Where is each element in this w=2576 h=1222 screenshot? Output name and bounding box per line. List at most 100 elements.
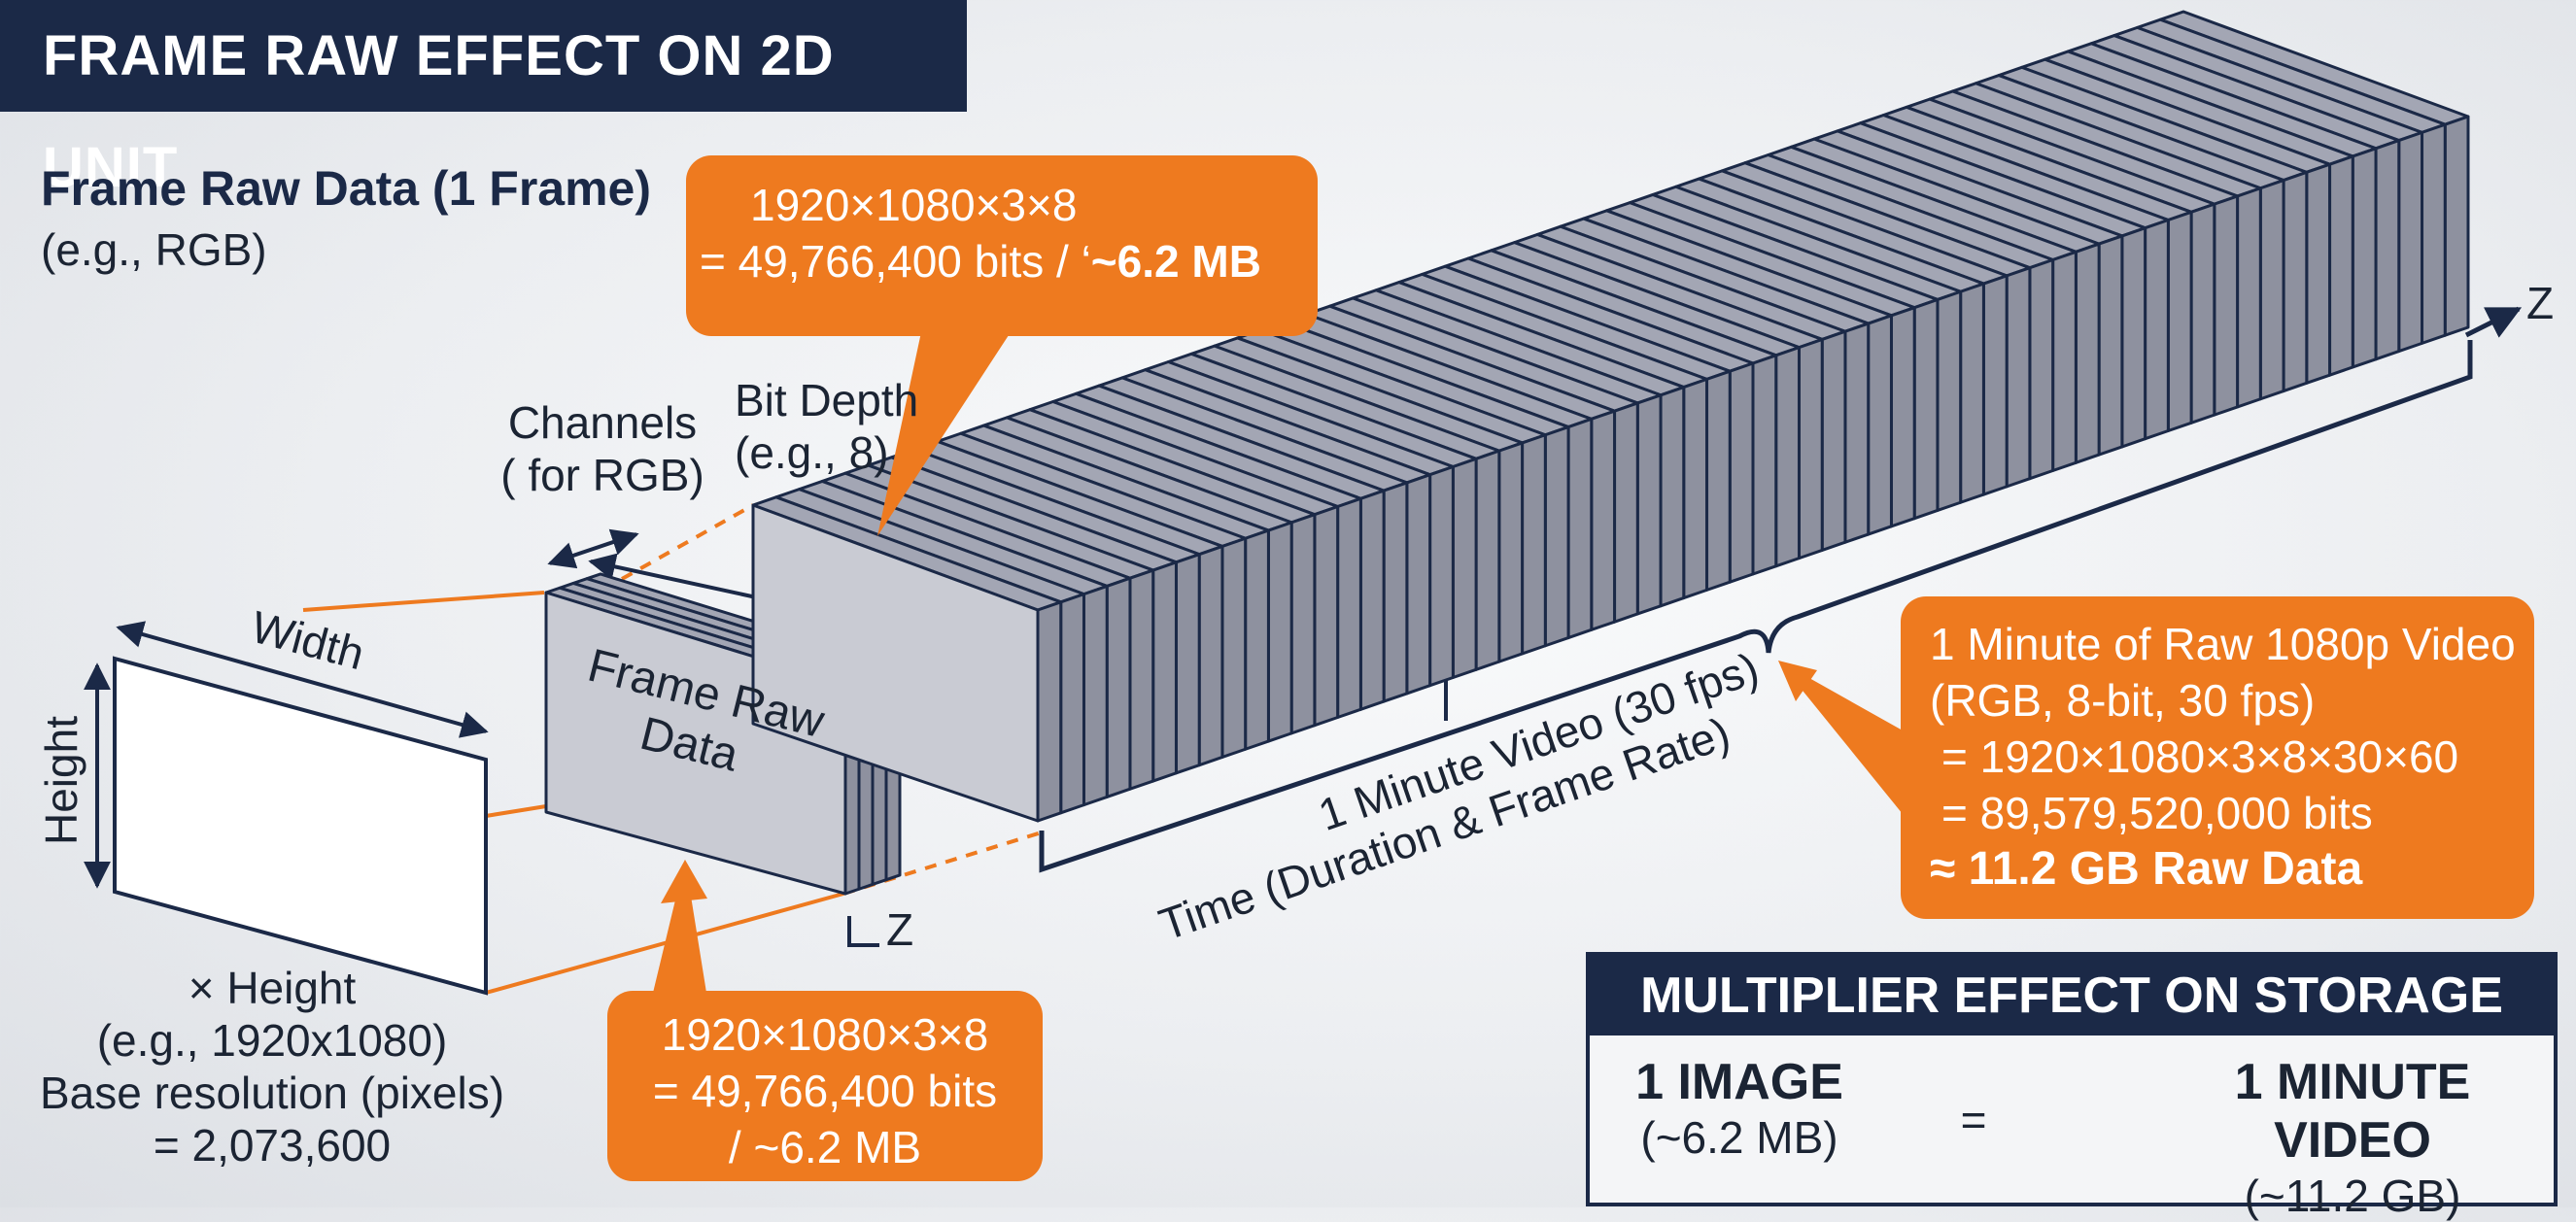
stack-frame-side [1590, 409, 1617, 631]
stack-frame-side [1059, 593, 1085, 815]
width-arrow [116, 621, 489, 738]
stack-frame-side [1474, 449, 1501, 671]
stack-frame-side [1867, 314, 1893, 536]
base-line1: × Height [188, 963, 357, 1013]
storage-image-item: 1 IMAGE (~6.2 MB) [1613, 1053, 1866, 1164]
stack-frame-side [1336, 496, 1362, 719]
base-frame [113, 656, 488, 996]
frame-heading: Frame Raw Data (1 Frame) [41, 161, 652, 216]
stack-frame-side [1128, 568, 1155, 791]
z-axis-arrow [2464, 306, 2523, 338]
stack-frame-side [2028, 257, 2055, 481]
stack-frame-side [1959, 282, 1985, 504]
callout-bottom-line1: 1920×1080×3×8 [661, 1009, 989, 1060]
stack-frame-side [1358, 489, 1386, 711]
stack-frame-side [1151, 560, 1178, 783]
callout-bottom-pointer [653, 860, 706, 993]
stack-frame-side [1751, 354, 1778, 576]
stack-frame-side [1912, 297, 1940, 521]
stack-frame-side [1451, 457, 1478, 680]
stack-frame-side [2213, 194, 2240, 417]
storage-equals: = [1949, 1094, 1998, 1146]
stack-frame-side [2005, 266, 2032, 489]
stack-front-face [751, 503, 1040, 823]
channels-line1: Channels [507, 397, 698, 448]
page-title: FRAME RAW EFFECT ON 2D UNIT [0, 0, 967, 199]
stack-frame-side [2374, 139, 2401, 361]
pointer-arrowhead-right [1778, 661, 1817, 701]
bit-depth-line1: Bit Depth [735, 375, 919, 425]
stack-frame-side [1405, 473, 1432, 696]
stack-frame-side [1105, 576, 1132, 798]
callout-right-pointer [1778, 661, 1903, 814]
stack-frame-side [1313, 504, 1340, 728]
callout-video-size: 1 Minute of Raw 1080p Video (RGB, 8-bit,… [1901, 596, 2534, 919]
stack-frame-side [1220, 536, 1248, 759]
bit-depth-label: Bit Depth (e.g., 8) [735, 374, 918, 479]
stack-frame-side [1082, 584, 1109, 807]
bit-depth-line2: (e.g., 8) [735, 427, 889, 478]
storage-video-label: 1 MINUTE VIDEO [2234, 1054, 2471, 1169]
stack-frame-side [1774, 346, 1801, 568]
callout-right-line3: = 1920×1080×3×8×30×60 [1941, 731, 2459, 782]
storage-image-label: 1 IMAGE [1635, 1054, 1843, 1110]
z-small-label: Z [886, 904, 914, 955]
z-axis-label: Z [2526, 278, 2555, 328]
stack-frame-side [1659, 386, 1686, 608]
stack-frame-side [2120, 226, 2147, 449]
stack-frame-side [2097, 234, 2124, 457]
base-line2: (e.g., 1920x1080) [96, 1015, 448, 1066]
callout-right-line5: ≈ 11.2 GB Raw Data [1930, 843, 2363, 895]
storage-title: MULTIPLIER EFFECT ON STORAGE [1590, 956, 2554, 1035]
stack-frame-side [1936, 289, 1963, 512]
stack-frame-side [1289, 513, 1317, 735]
z-small-marker [847, 916, 879, 947]
base-resolution-label: × Height (e.g., 1920x1080) Base resoluti… [19, 962, 525, 1171]
channels-arrow [547, 528, 639, 569]
callout-right-line1: 1 Minute of Raw 1080p Video [1930, 619, 2516, 669]
stack-frame-side [1613, 401, 1639, 624]
stack-frame-side [2074, 242, 2101, 464]
channels-line2: ( for RGB) [500, 450, 704, 500]
stack-frame-side [1266, 521, 1293, 743]
stack-frame-side [1197, 544, 1224, 767]
pointer-arrowhead [661, 860, 707, 903]
stack-frame-side [1889, 306, 1916, 528]
channels-label: Channels ( for RGB) [496, 396, 709, 501]
stack-frame-side [2282, 170, 2309, 393]
stack-frame-side [1843, 322, 1871, 544]
time-bracket [1039, 340, 2473, 873]
stack-frame-side [2189, 202, 2216, 424]
callout-top-line1: 1920×1080×3×8 [750, 180, 1078, 230]
stack-frame-side [2305, 162, 2332, 385]
storage-video-item: 1 MINUTE VIDEO (~11.2 GB) [2151, 1053, 2554, 1222]
callout-frame-size-top: 1920×1080×3×8 = 49,766,400 bits / ‘~6.2 … [686, 155, 1318, 336]
callout-top-pointer [877, 332, 1011, 536]
base-line3: Base resolution (pixels) [39, 1068, 505, 1118]
stack-frame-side [1566, 417, 1594, 640]
storage-multiplier-box: MULTIPLIER EFFECT ON STORAGE 1 IMAGE (~6… [1586, 952, 2558, 1221]
stack-frame-side [2236, 187, 2262, 409]
stack-frame-side [2351, 147, 2378, 369]
video-frame-stack [751, 10, 2470, 823]
stack-frame-side [1428, 465, 1455, 688]
stack-frame-side [1244, 528, 1270, 751]
stack-frame-side [1174, 553, 1201, 775]
callout-top-line2-bold: ~6.2 MB [1090, 236, 1261, 287]
stack-frame-side [1728, 361, 1755, 584]
stack-frame-side [1705, 369, 1732, 592]
stack-frame-side [2144, 219, 2170, 441]
stack-frame-side [1981, 274, 2009, 496]
stack-frame-side [1797, 337, 1824, 560]
stack-frame-side [1543, 425, 1570, 648]
callout-right-line4: = 89,579,520,000 bits [1941, 788, 2373, 838]
callout-bottom-line2: = 49,766,400 bits [652, 1066, 998, 1116]
stack-frame-side [1521, 433, 1547, 656]
stack-frame-side [1820, 329, 1847, 552]
callout-top-line2-prefix: = 49,766,400 bits / ‘ [700, 236, 1091, 287]
stack-frame-side [1635, 393, 1663, 616]
callout-bottom-line3: / ~6.2 MB [728, 1122, 922, 1172]
stack-frame-side [2166, 210, 2193, 433]
stack-frame-side [2258, 179, 2285, 401]
callout-frame-size-bottom: 1920×1080×3×8 = 49,766,400 bits / ~6.2 M… [607, 991, 1043, 1181]
